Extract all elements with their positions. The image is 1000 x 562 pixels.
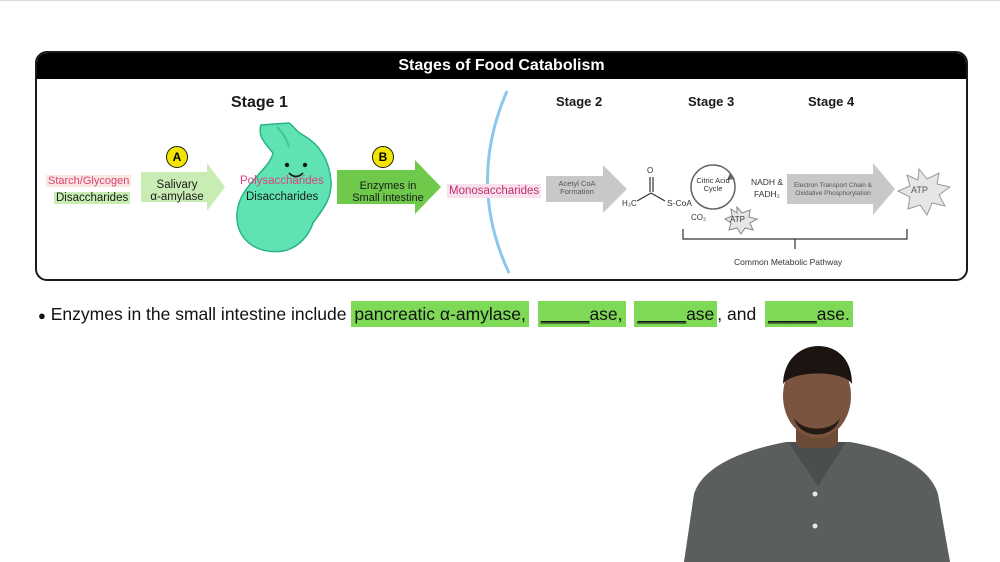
s-coa-label: S-CoA xyxy=(667,198,693,208)
salivary-text: Salivary xyxy=(156,179,198,191)
formation-text: Formation xyxy=(560,187,594,196)
salivary-arrow xyxy=(141,163,225,211)
atp-starburst xyxy=(896,167,952,217)
acetyl-arrow xyxy=(546,165,627,213)
stage-divider-arc xyxy=(486,90,511,274)
diagram-graphics xyxy=(141,90,952,274)
cycle-text: Cycle xyxy=(703,184,723,193)
h3c-label: H₃C xyxy=(622,199,637,208)
oxygen-label: O xyxy=(647,166,654,175)
citric-acid-cycle-icon xyxy=(690,164,736,210)
diagram-title: Stages of Food Catabolism xyxy=(37,53,966,79)
amylase-text: α-amylase xyxy=(150,191,204,203)
common-pathway-bracket xyxy=(682,229,908,249)
suffix-2: ase, xyxy=(589,304,623,324)
electron-transport-label: Electron Transport Chain & Oxidative Pho… xyxy=(785,182,881,198)
salivary-amylase-label: Salivary α-amylase xyxy=(149,179,205,203)
suffix-4: ase. xyxy=(816,304,850,324)
acetyl-coa-label: Acetyl CoA Formation xyxy=(549,180,605,196)
electron-transport-text: Electron Transport Chain & xyxy=(793,182,873,189)
polysaccharides-label: Polysaccharides xyxy=(240,175,324,187)
blank-line-2: _____ xyxy=(540,304,590,324)
blank-line-4: _____ xyxy=(768,304,817,324)
bullet-icon: ● xyxy=(38,308,46,323)
enzymes-text: Enzymes in xyxy=(359,180,417,192)
citric-acid-text: Citric Acid xyxy=(696,176,730,185)
enzymes-label: Enzymes in Small intestine xyxy=(343,180,433,204)
badge-b: B xyxy=(372,146,394,168)
blank-line-3: _____ xyxy=(637,304,687,324)
stage4-label: Stage 4 xyxy=(808,94,855,109)
blank-enzyme-4: _____ase. xyxy=(765,301,853,327)
stage1-label: Stage 1 xyxy=(231,94,288,111)
small-atp-starburst xyxy=(723,205,759,235)
blank-enzyme-2: _____ase, xyxy=(537,301,626,327)
top-divider xyxy=(0,0,1000,1)
presenter-video-figure xyxy=(684,346,950,562)
badge-a: A xyxy=(166,146,188,168)
common-pathway-label: Common Metabolic Pathway xyxy=(734,257,843,267)
small-intestine-text: Small intestine xyxy=(352,192,424,204)
and-text: , and xyxy=(717,304,757,324)
acetyl-text: Acetyl CoA xyxy=(558,179,596,188)
disaccharides-label: Disaccharides xyxy=(54,192,131,204)
big-atp-label: ATP xyxy=(911,185,928,195)
sentence-lead: Enzymes in the small intestine include xyxy=(50,304,347,324)
pancreatic-amylase-highlight: pancreatic α-amylase, xyxy=(351,301,529,327)
acetyl-coa-structure xyxy=(636,177,666,202)
stage2-label: Stage 2 xyxy=(556,94,603,109)
enzyme-bullet-sentence: ● Enzymes in the small intestine include… xyxy=(38,300,853,328)
monosaccharides-label: Monosaccharides xyxy=(447,184,542,198)
citric-acid-cycle-label: Citric Acid Cycle xyxy=(691,177,735,193)
catabolism-diagram: Stages of Food Catabolism Stage 1 Stage … xyxy=(35,51,968,281)
stomach-disaccharides-label: Disaccharides xyxy=(246,191,319,203)
nadh-fadh-label: NADH & FADH₂ xyxy=(749,176,785,200)
co2-label: CO₂ xyxy=(691,213,707,222)
electron-transport-arrow xyxy=(787,163,895,215)
suffix-3: ase xyxy=(686,304,715,324)
small-atp-label: ATP xyxy=(730,215,745,224)
stage3-label: Stage 3 xyxy=(688,94,735,109)
blank-enzyme-3: _____ase xyxy=(634,301,718,327)
fadh-text: FADH₂ xyxy=(754,189,780,199)
enzymes-arrow xyxy=(337,160,441,214)
stomach-icon xyxy=(236,122,332,253)
nadh-text: NADH & xyxy=(750,177,784,187)
starch-glycogen-label: Starch/Glycogen xyxy=(46,175,132,187)
oxidative-phosphorylation-text: Oxidative Phosphorylation xyxy=(795,190,871,197)
